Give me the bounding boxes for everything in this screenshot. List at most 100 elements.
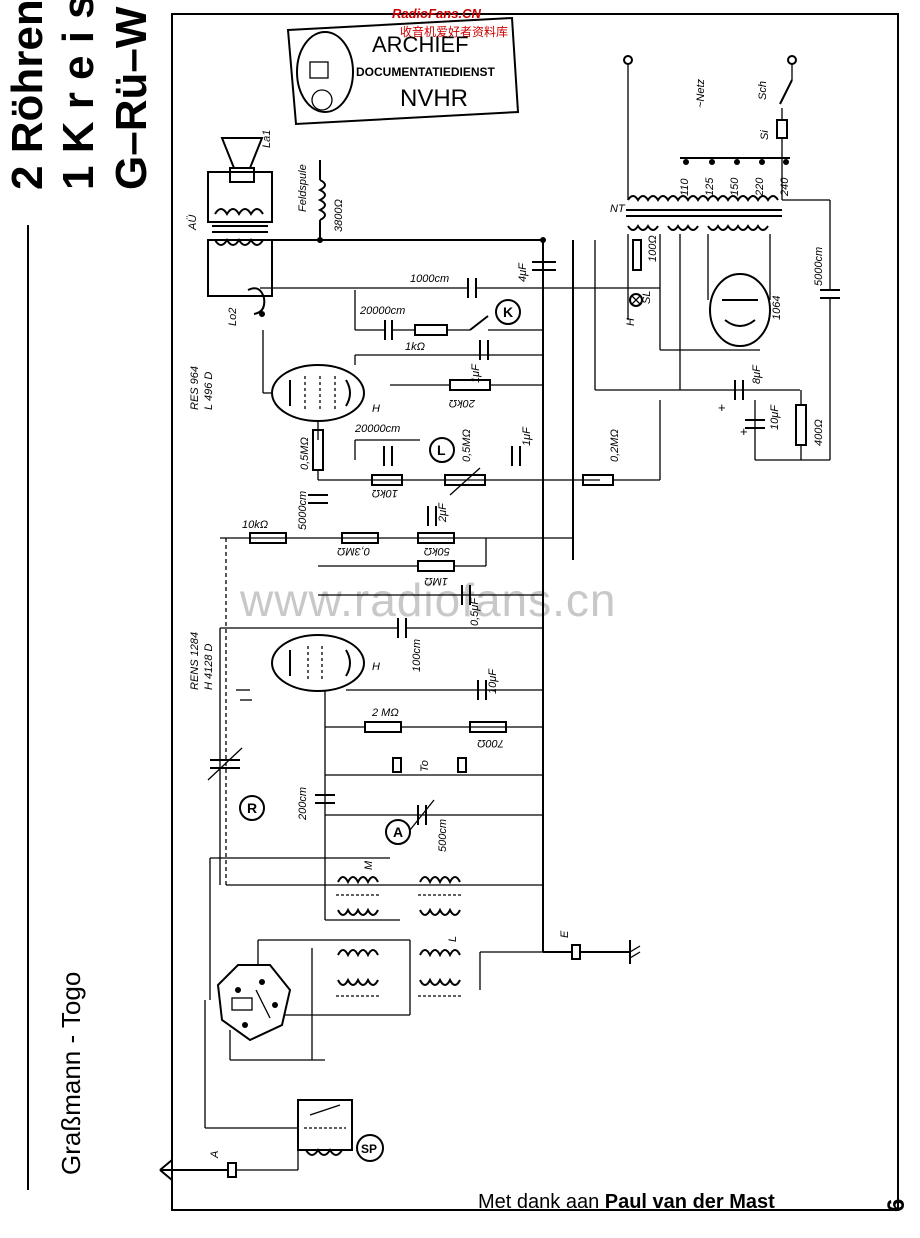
label-k-circle: [495, 299, 521, 325]
voltage-taps: 110 125 150 220 240: [679, 159, 791, 197]
label-c-1uf-b: 1μF: [521, 426, 533, 446]
label-si: Si: [759, 130, 771, 140]
output-transformer-au: AÜ: [187, 171, 273, 297]
cap-4uf: 4μF: [517, 261, 556, 282]
field-coil: Feldspule 3800Ω: [272, 160, 543, 241]
label-r-400: 400Ω: [813, 419, 825, 446]
label-r-700: 700Ω: [477, 737, 504, 749]
resistor-1k: [414, 324, 448, 336]
stamp-line-1: ARCHIEF: [372, 32, 469, 57]
top-watermark: RadioFans.CN: [392, 6, 481, 21]
wave-switch[interactable]: [216, 964, 292, 1042]
coil-sp: SP: [297, 1099, 384, 1162]
label-c-4uf: 4μF: [517, 262, 529, 282]
label-l: L: [437, 442, 446, 458]
switch-k: [469, 315, 489, 331]
mains-terminal-1: [623, 55, 633, 65]
label-r: R: [247, 800, 257, 816]
model-name: Graßmann - Togo: [56, 972, 86, 1175]
resistor-03m: [341, 532, 379, 544]
label-sch: Sch: [757, 81, 769, 100]
label-h-mains: H: [625, 318, 637, 326]
title-block: 2 Röhren 1 K r e i s G–Rü–W: [3, 0, 156, 190]
credit-name: Paul van der Mast: [605, 1191, 775, 1213]
fuse: [776, 119, 788, 139]
label-r-50k: 50kΩ: [424, 545, 450, 557]
center-watermark: www.radiofans.cn: [239, 574, 617, 626]
loudspeaker-la1: La1: [220, 130, 273, 183]
tube-output-name-1: RES 964: [189, 366, 201, 410]
label-r-05m-a: 0,5MΩ: [299, 437, 311, 470]
antenna-terminal: A: [159, 1150, 299, 1181]
label-k: K: [503, 304, 513, 320]
resistor-100: [632, 239, 642, 271]
label-r-circle: [239, 795, 265, 821]
page-frame: [171, 13, 899, 1211]
label-e: E: [559, 930, 571, 938]
tap-125: 125: [704, 177, 716, 196]
coil-l: L: [336, 936, 462, 997]
top-watermark-sub: 收音机爱好者资料库: [400, 24, 508, 39]
label-ant: A: [209, 1151, 221, 1159]
label-l-coil: L: [447, 936, 459, 942]
label-sp-circle: [356, 1134, 384, 1162]
label-r-10k-b: 10kΩ: [242, 519, 268, 531]
tap-220: 220: [754, 177, 766, 197]
resistor-10k-b: [249, 532, 287, 544]
label-c-10uf-b: 10μF: [769, 404, 781, 430]
label-c-200cm: 200cm: [297, 787, 309, 821]
label-h-out: H: [372, 403, 380, 415]
mains-switch[interactable]: [779, 79, 793, 105]
resistor-400: [795, 404, 807, 446]
phone-jack-1: [392, 757, 402, 773]
label-a: A: [393, 824, 403, 840]
resistor-700: [469, 721, 507, 733]
tube-rectifier: 1064: [709, 273, 783, 347]
label-r-02m: 0,2MΩ: [609, 429, 621, 462]
credit-line: Met dank aan Paul van der Mast: [478, 1191, 775, 1213]
resistor-50k: [417, 532, 455, 544]
coil-m: M: [336, 860, 462, 916]
label-c-8uf: 8μF: [751, 364, 763, 384]
pilot-lamp-icon: [629, 293, 643, 307]
label-nt: NT: [610, 203, 626, 215]
label-l-circle: [429, 437, 455, 463]
resistor-2m: [364, 721, 402, 733]
page-number: 6: [883, 1199, 910, 1212]
label-netz: ~Netz: [695, 78, 707, 108]
tube-output-name-2: L 496 D: [203, 372, 215, 410]
label-au: AÜ: [187, 215, 199, 231]
tap-240: 240: [779, 177, 791, 197]
tap-110: 110: [679, 178, 691, 196]
mains-terminal-2: [787, 55, 797, 65]
label-r-1k: 1kΩ: [405, 341, 425, 353]
label-c-100cm: 100cm: [411, 639, 423, 672]
title-line-3: G–Rü–W: [107, 6, 156, 190]
label-r-100: 100Ω: [647, 235, 659, 262]
label-c-1000cm: 1000cm: [410, 273, 449, 285]
label-la1: La1: [261, 130, 273, 148]
label-r-2m: 2 MΩ: [371, 707, 399, 719]
tube-detector: H RENS 1284 H 4128 D: [189, 632, 380, 692]
label-feldspule: Feldspule: [297, 164, 309, 212]
label-h-det: H: [372, 661, 380, 673]
label-c-20000cm-b: 20000cm: [354, 423, 400, 435]
title-line-1: 2 Röhren: [3, 0, 52, 190]
label-sp: SP: [361, 1142, 377, 1156]
label-c-1uf-a: 1μF: [470, 363, 482, 383]
label-m: M: [363, 860, 375, 870]
earth-terminal: E: [559, 930, 641, 964]
label-tube-rectifier: 1064: [771, 296, 783, 320]
plus-sign-2: +: [740, 424, 748, 439]
svg-text:Met dank aan Paul van der Mast: Met dank aan Paul van der Mast: [478, 1191, 775, 1213]
title-line-2: 1 K r e i s: [54, 0, 103, 190]
pot-volume[interactable]: [444, 474, 486, 486]
label-lo2: Lo2: [227, 308, 239, 326]
label-c-05uf: 0,5μF: [469, 597, 481, 626]
stamp-line-2: DOCUMENTATIEDIENST: [356, 65, 496, 79]
resistor-1m: [417, 560, 455, 572]
label-feld-ohm: 3800Ω: [333, 199, 345, 232]
label-a-circle: [385, 819, 411, 845]
label-c-5000cm-b: 5000cm: [813, 247, 825, 286]
label-c-20000cm-a: 20000cm: [359, 305, 405, 317]
